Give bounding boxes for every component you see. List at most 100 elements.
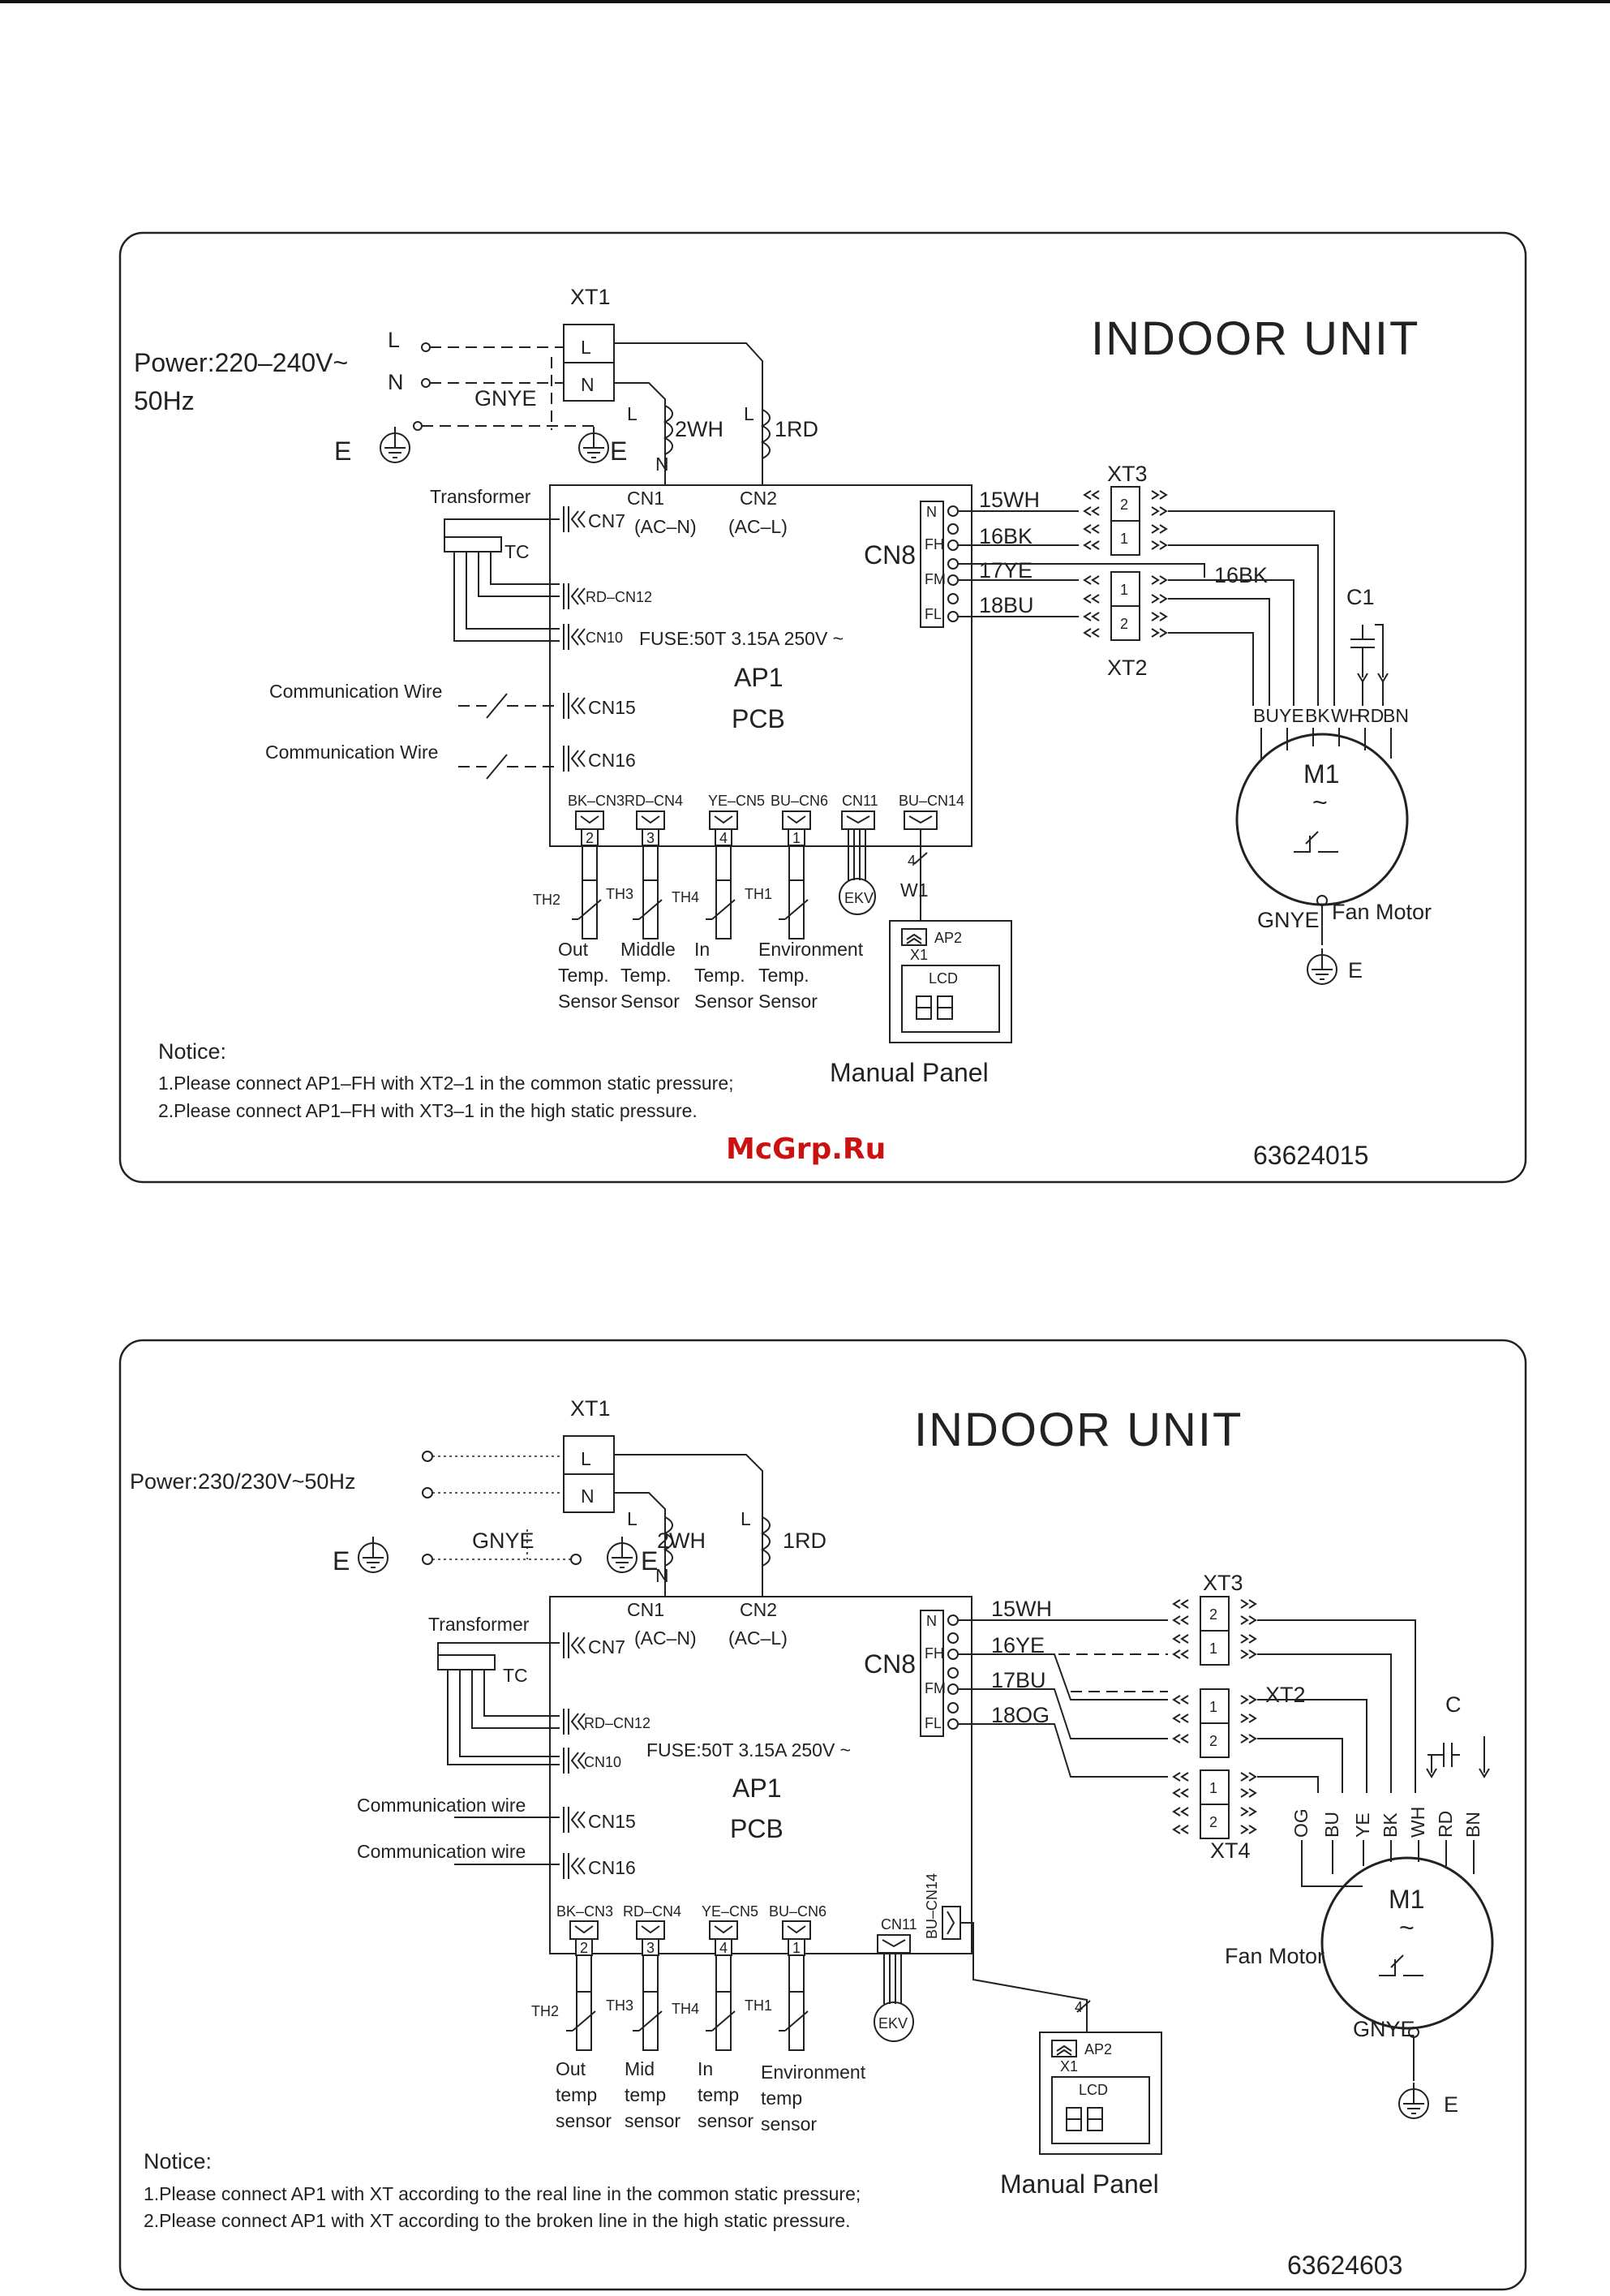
diagram-2-comm-wire-2: Communication wire [357, 1841, 526, 1862]
svg-text:FL: FL [925, 1715, 942, 1731]
diagram-1-wire-2wh: 2WH [675, 417, 723, 441]
diagram-1-cn8-pin-fm: FM [925, 571, 946, 587]
diagram-1-xt3-label: XT3 [1107, 462, 1148, 486]
diagram-1-wire-18bu: 18BU [979, 593, 1034, 617]
diagram-2-sensor-out-1: Out [556, 2058, 586, 2079]
diagram-1-pin-2: 2 [586, 830, 594, 846]
svg-text:L: L [627, 1508, 638, 1529]
diagram-2-th3: TH3 [606, 1997, 633, 2014]
diagram-2-ekv-label: EKV [878, 2015, 908, 2032]
diagram-1-frequency: 50Hz [134, 386, 195, 415]
diagram-2-cn1-sub: (AC–N) [634, 1627, 697, 1649]
diagram-2-bk-cn3: BK–CN3 [556, 1903, 613, 1920]
diagram-1-cn1: CN1 [627, 488, 664, 509]
page-top-rule [0, 0, 1610, 3]
svg-text:1: 1 [1120, 582, 1128, 598]
diagram-1-cn10: CN10 [586, 630, 623, 646]
diagram-1-sensor-mid-1: Middle [620, 939, 676, 960]
svg-text:L: L [741, 1508, 751, 1529]
diagram-1-sensor-env-1: Environment [758, 939, 864, 960]
diagram-2-wire-15wh: 15WH [991, 1597, 1052, 1621]
diagram-2-E-left: E [333, 1546, 350, 1576]
diagram-2-wire-1rd: 1RD [783, 1529, 826, 1553]
diagram-1-N-label: N [388, 370, 404, 394]
diagram-2-bu-cn6: BU–CN6 [769, 1903, 826, 1920]
diagram-1-gnye-motor: GNYE [1257, 908, 1320, 932]
diagram-1-code: 63624015 [1253, 1141, 1368, 1170]
diagram-1-cn11: CN11 [842, 793, 878, 809]
diagram-1-ekv-valve [839, 878, 876, 915]
diagram-2-motor-wire-bk: BK [1380, 1812, 1401, 1838]
diagram-2-sensor-in-1: In [698, 2058, 713, 2079]
diagram-2-sensor-env-3: sensor [761, 2113, 817, 2135]
diagram-1: INDOOR UNIT Power:220–240V~ 50Hz L N XT1… [118, 231, 1527, 1184]
diagram-2-sensor-env-1: Environment [761, 2062, 866, 2083]
diagram-1-notice-title: Notice: [158, 1039, 226, 1064]
diagram-2-gnye-label: GNYE [472, 1529, 535, 1553]
diagram-1-pin-4: 4 [719, 830, 728, 846]
diagram-1-motor-wire-bk: BK [1305, 705, 1330, 726]
diagram-2-sensor-mid-2: temp [625, 2084, 666, 2105]
diagram-2-pcb-ap1 [549, 1596, 972, 1954]
diagram-2-cn11: CN11 [881, 1916, 917, 1933]
diagram-1-ekv-label: EKV [844, 890, 874, 906]
diagram-2-c-label: C [1445, 1692, 1462, 1717]
diagram-1-motor-wire-ye: YE [1279, 705, 1304, 726]
diagram-2-fan-motor-m1 [1320, 1856, 1494, 2030]
diagram-2-transformer-label: Transformer [428, 1614, 530, 1635]
diagram-2-ap2: AP2 [1084, 2041, 1112, 2057]
diagram-2-lcd: LCD [1079, 2082, 1108, 2098]
svg-text:1: 1 [1209, 1780, 1217, 1796]
diagram-2-th4: TH4 [672, 2001, 699, 2017]
diagram-2-code: 63624603 [1287, 2251, 1402, 2280]
diagram-2-ap1-label: AP1 [732, 1774, 781, 1803]
diagram-1-sensor-in-1: In [694, 939, 710, 960]
diagram-2-sensor-mid-3: sensor [625, 2110, 680, 2131]
diagram-1-motor-wire-bn: BN [1383, 705, 1409, 726]
diagram-1-comm-wire-1: Communication Wire [269, 681, 442, 702]
diagram-2-motor-wire-og: OG [1290, 1808, 1312, 1838]
diagram-2-notice-title: Notice: [144, 2149, 212, 2173]
diagram-1-comm-wire-2: Communication Wire [265, 742, 438, 763]
diagram-2-cn8: CN8 [864, 1649, 916, 1679]
diagram-2-bu-cn14: BU–CN14 [924, 1873, 940, 1939]
svg-text:N: N [655, 454, 669, 475]
diagram-1-E-left: E [334, 436, 351, 466]
diagram-2-notice-2: 2.Please connect AP1 with XT according t… [144, 2210, 851, 2231]
diagram-1-L-label: L [388, 328, 400, 352]
diagram-2-fuse: FUSE:50T 3.15A 250V ~ [646, 1739, 851, 1761]
svg-text:1: 1 [1209, 1640, 1217, 1657]
diagram-1-cn1-sub: (AC–N) [634, 516, 697, 537]
diagram-1-th4: TH4 [672, 889, 699, 905]
diagram-1-ap1-label: AP1 [734, 663, 783, 692]
diagram-1-E-motor: E [1348, 958, 1363, 982]
diagram-1-m1-tilde: ~ [1312, 788, 1328, 817]
diagram-2: INDOOR UNIT Power:230/230V~50Hz XT1 L N … [118, 1339, 1527, 2291]
diagram-2-cn2-sub: (AC–L) [728, 1627, 788, 1649]
diagram-1-bu-cn6: BU–CN6 [771, 793, 828, 809]
diagram-2-sensor-in-2: temp [698, 2084, 739, 2105]
diagram-1-ap2: AP2 [934, 930, 962, 946]
svg-text:~: ~ [1399, 1913, 1415, 1942]
diagram-1-sensor-env-2: Temp. [758, 965, 809, 986]
diagram-2-x1: X1 [1060, 2058, 1078, 2075]
diagram-2-comm-wire-1: Communication wire [357, 1795, 526, 1816]
diagram-1-sensor-mid-2: Temp. [620, 965, 672, 986]
svg-text:L: L [744, 403, 754, 424]
diagram-1-fuse: FUSE:50T 3.15A 250V ~ [639, 628, 844, 649]
diagram-1-title: INDOOR UNIT [1091, 312, 1419, 365]
diagram-1-cn15: CN15 [588, 697, 636, 718]
diagram-2-m1-label: M1 [1389, 1885, 1424, 1914]
diagram-2-E-right: E [641, 1546, 658, 1576]
diagram-1-motor-wire-wh: WH [1331, 705, 1362, 726]
diagram-1-w1: W1 [900, 879, 929, 901]
diagram-1-cn7: CN7 [588, 510, 625, 531]
diagram-1-cn2: CN2 [740, 488, 777, 509]
diagram-2-cn7: CN7 [588, 1636, 625, 1658]
diagram-1-pin-3: 3 [646, 830, 655, 846]
diagram-2-frame [118, 1339, 1527, 2291]
diagram-2-cn1: CN1 [627, 1599, 664, 1620]
diagram-2-th2: TH2 [531, 2003, 559, 2019]
diagram-1-c1-label: C1 [1346, 585, 1375, 609]
